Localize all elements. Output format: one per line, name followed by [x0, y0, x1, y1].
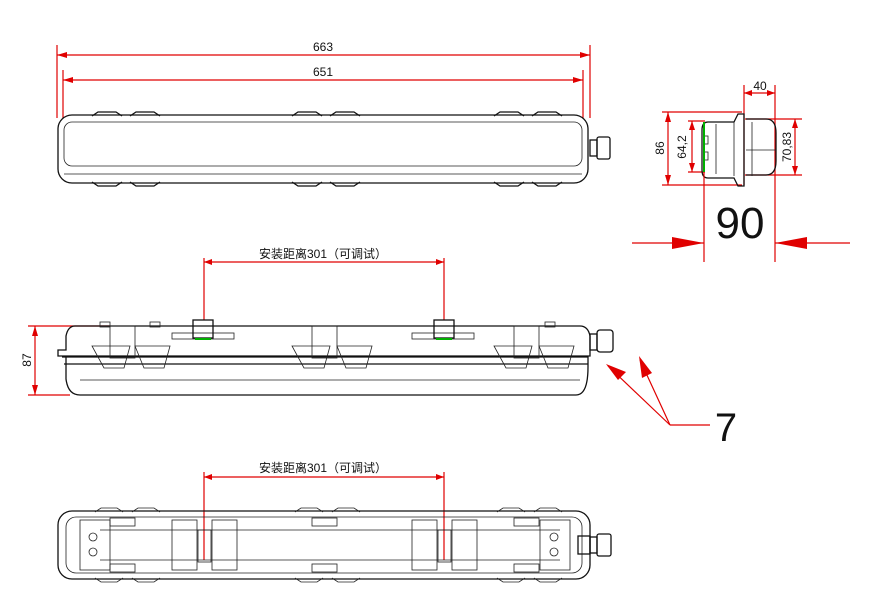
callout-7: 7 — [715, 406, 737, 450]
cable-gland-icon — [589, 536, 598, 554]
dimension-663: 663 — [313, 40, 333, 54]
dimension-40: 40 — [753, 79, 767, 93]
dimension-90: 90 — [716, 199, 765, 248]
mount-bracket — [192, 319, 214, 339]
mount-bracket — [433, 319, 455, 339]
top-view: 663 651 — [56, 40, 611, 187]
side-view: 安装距离301（可调试） 87 7 — [20, 246, 737, 450]
cable-gland-icon — [589, 333, 598, 351]
dimension-87: 87 — [20, 353, 34, 367]
dimension-70-83: 70,83 — [780, 132, 794, 162]
bottom-view: 安装距离301（可调试） — [57, 460, 612, 583]
dimension-86: 86 — [653, 141, 667, 155]
mount-distance-label: 安装距离301（可调试） — [259, 460, 387, 475]
end-view: 86 64,2 70,83 40 90 — [632, 79, 850, 262]
dimension-64-2: 64,2 — [675, 135, 689, 159]
dimension-651: 651 — [313, 65, 333, 79]
cable-gland-icon — [589, 139, 598, 157]
mount-distance-label: 安装距离301（可调试） — [259, 246, 387, 261]
